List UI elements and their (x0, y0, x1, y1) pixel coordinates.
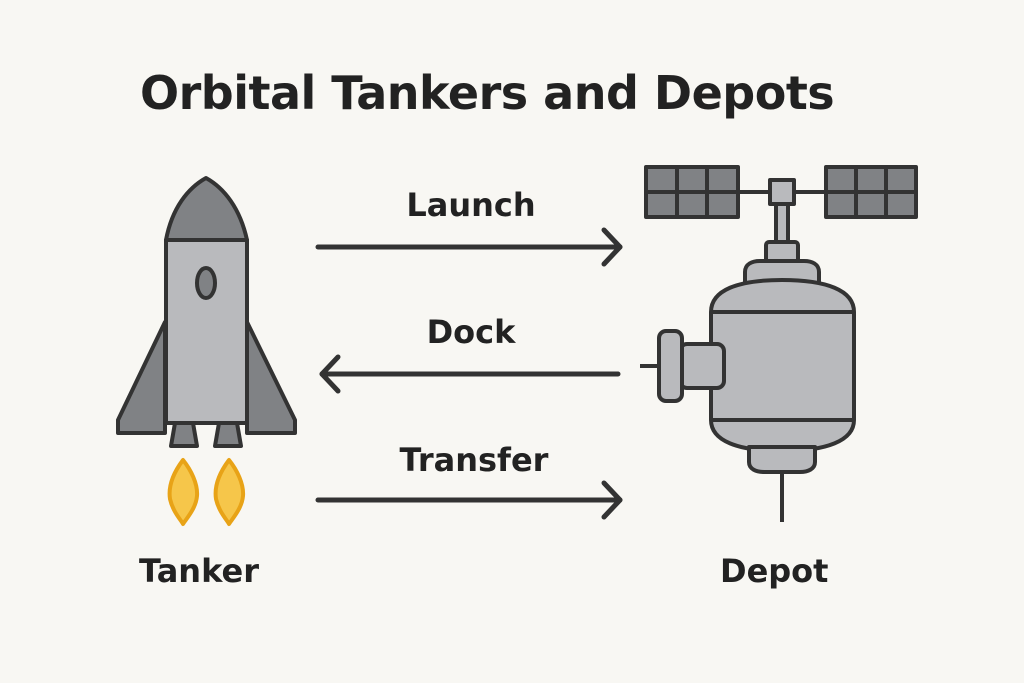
depot-label: Depot (720, 552, 829, 590)
diagram-title: Orbital Tankers and Depots (140, 66, 835, 120)
flame-icon (167, 458, 246, 526)
rocket-nose-cone (164, 176, 249, 242)
station-mast (774, 202, 790, 244)
rocket-left-fin (116, 320, 167, 435)
rocket-right-fin (245, 320, 297, 435)
truss-hub (768, 178, 796, 206)
rocket-left-engine (169, 421, 199, 448)
dock-arrow (319, 354, 621, 394)
right-flame (213, 458, 246, 526)
station-tank (709, 278, 856, 453)
launch-label: Launch (406, 186, 536, 224)
rocket-window (195, 266, 217, 300)
transfer-arrow (315, 480, 623, 520)
launch-arrow (315, 227, 623, 267)
rocket-icon (116, 176, 297, 448)
transfer-label: Transfer (399, 441, 549, 479)
docking-port-tube (678, 342, 726, 390)
dock-label: Dock (426, 313, 516, 351)
docking-port-ring (657, 329, 684, 403)
rocket-right-engine (213, 421, 243, 448)
station-bottom-cap (747, 445, 817, 474)
space-station-icon (640, 165, 918, 522)
left-flame (167, 458, 200, 526)
tanker-label: Tanker (139, 552, 259, 590)
